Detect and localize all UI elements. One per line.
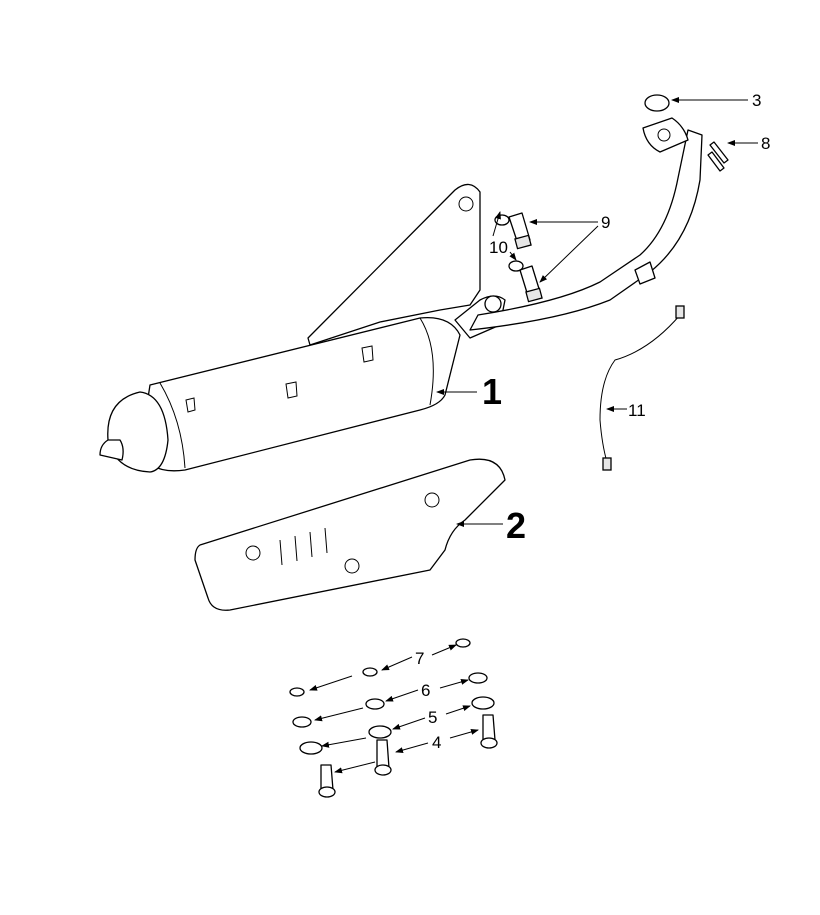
label-part-11: 11 — [628, 401, 646, 420]
label-part-2: 2 — [506, 505, 526, 546]
label-part-1: 1 — [482, 371, 502, 412]
leader-lines — [309, 97, 758, 774]
washer-part-10 — [494, 214, 524, 272]
gasket-part-3 — [644, 94, 670, 112]
bolt-part-9 — [508, 212, 543, 303]
label-part-3: 3 — [752, 91, 761, 110]
label-part-9: 9 — [601, 213, 610, 232]
label-part-6: 6 — [421, 681, 430, 700]
label-part-8: 8 — [761, 134, 770, 153]
label-part-10: 10 — [489, 238, 508, 257]
stud-part-8 — [707, 141, 729, 172]
label-part-7: 7 — [415, 649, 424, 668]
label-part-4: 4 — [432, 733, 441, 752]
heat-shield-part-2 — [194, 458, 506, 611]
muffler-part-1 — [99, 117, 703, 473]
label-part-5: 5 — [428, 708, 437, 727]
fasteners-parts-4-7 — [289, 638, 498, 798]
sensor-cable-part-11 — [599, 305, 685, 471]
